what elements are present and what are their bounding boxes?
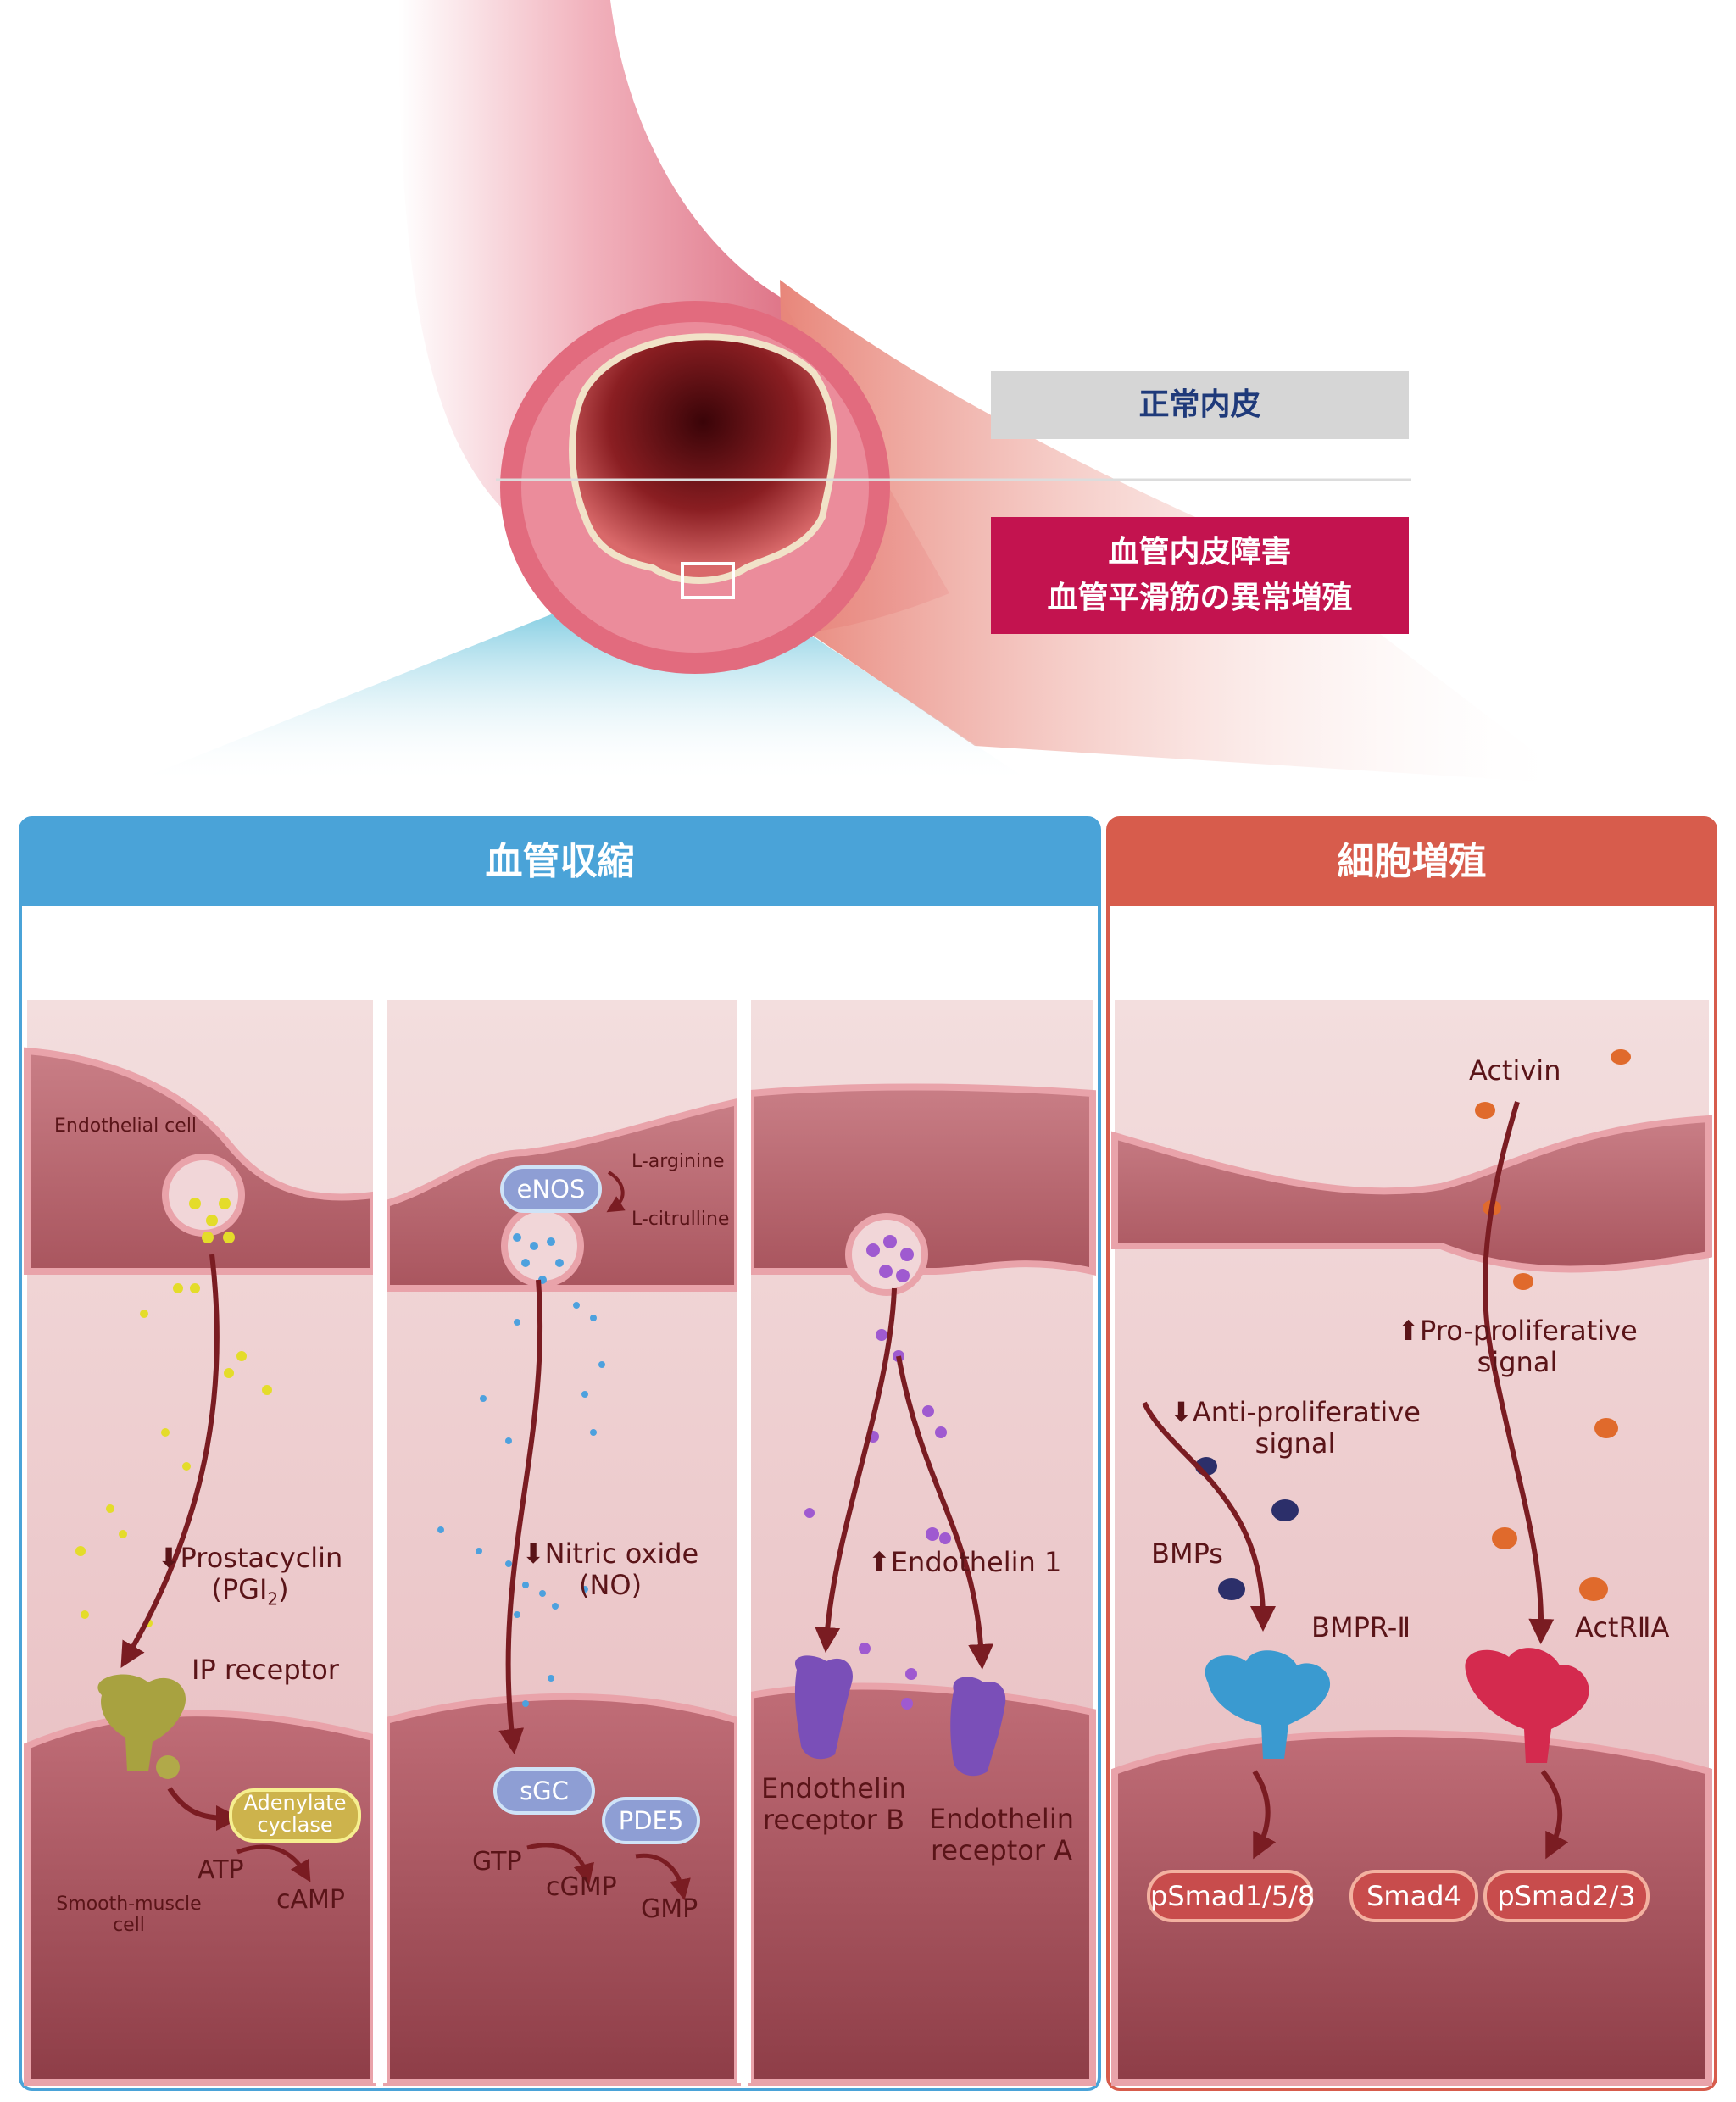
psmad23-pill: pSmad2/3 (1483, 1870, 1650, 1922)
arrow-bmps-to-bmpr (1142, 1401, 1276, 1632)
receptor-b-line2: receptor B (762, 1803, 905, 1836)
arrow-actr-to-psmad23 (1540, 1770, 1569, 1860)
receptor-b-line1: Endothelin (761, 1772, 906, 1804)
right-panel-header (1108, 818, 1716, 906)
pgi-suffix: ) (278, 1572, 289, 1605)
no-text: (NO) (578, 1568, 643, 1601)
arrow-endothelin-to-receptor-a (896, 1355, 994, 1670)
smooth-line2: cell (113, 1915, 145, 1936)
endothelin-receptor-b-label: Endothelin receptor B (760, 1773, 908, 1836)
down-arrow-icon: ⬇ (157, 1542, 181, 1574)
legend-damage-line2: 血管平滑筋の異常増殖 (1047, 581, 1353, 615)
pde5-pill: PDE5 (602, 1797, 700, 1844)
endothelin-receptor-b-protein (794, 1655, 853, 1760)
down-arrow-icon: ⬇ (1170, 1396, 1193, 1428)
endothelin-text: Endothelin 1 (890, 1546, 1062, 1578)
atp-label: ATP (198, 1855, 244, 1885)
l-arginine-label: L-arginine (632, 1151, 725, 1172)
prostacyclin-text: Prostacyclin (180, 1542, 343, 1574)
pro-proliferative-label: ⬆Pro-proliferative signal (1390, 1315, 1644, 1378)
smooth-line1: Smooth-muscle (56, 1893, 202, 1915)
sgc-pill: sGC (493, 1767, 595, 1815)
ip-receptor-protein (97, 1674, 186, 1779)
legend-endothelial-damage: 血管内皮障害 血管平滑筋の異常増殖 (991, 517, 1409, 634)
anti-proliferative-label: ⬇Anti-proliferative signal (1168, 1397, 1422, 1460)
left-panel-header (20, 818, 1099, 906)
adenylate-line1: Adenylate (243, 1791, 347, 1815)
up-arrow-icon: ⬆ (1397, 1315, 1420, 1347)
endothelin-receptor-a-protein (950, 1677, 1006, 1777)
prostacyclin-label: ⬇Prostacyclin (PGI2) (153, 1543, 348, 1609)
nitric-oxide-text: Nitric oxide (544, 1538, 699, 1570)
bmp-particles (1195, 1457, 1299, 1600)
pgi-prefix: (PGI (211, 1572, 268, 1605)
actriia-protein (1465, 1648, 1589, 1763)
bmps-label: BMPs (1151, 1538, 1223, 1570)
activin-label: Activin (1469, 1054, 1561, 1087)
arrow-activin-to-actr (1482, 1101, 1555, 1644)
zoom-beam-blue (127, 598, 1034, 784)
pgi-subscript: 2 (267, 1588, 279, 1610)
enos-pill: eNOS (500, 1165, 602, 1213)
prostacyclin-particles (75, 1198, 272, 1627)
column-separator-1 (373, 1000, 387, 2083)
nitric-oxide-label: ⬇Nitric oxide (NO) (500, 1538, 721, 1601)
receptor-a-line1: Endothelin (929, 1803, 1074, 1835)
arrow-endothelin-to-receptor-b (815, 1287, 897, 1653)
camp-label: cAMP (276, 1885, 345, 1915)
cgmp-label: cGMP (546, 1872, 617, 1902)
arrow-gtp-to-cgmp (526, 1843, 594, 1886)
legend-normal-endothelium: 正常内皮 (991, 371, 1409, 439)
receptor-a-line2: receptor A (930, 1833, 1073, 1866)
gtp-label: GTP (472, 1847, 522, 1877)
endothelin-label: ⬆Endothelin 1 (868, 1547, 1061, 1578)
l-citrulline-label: L-citrulline (632, 1209, 730, 1230)
left-panel-title: 血管収縮 (485, 840, 635, 883)
zoom-box (681, 562, 735, 599)
anti-line1: Anti-proliferative (1192, 1396, 1421, 1428)
smad4-pill: Smad4 (1349, 1870, 1478, 1922)
pro-line1: Pro-proliferative (1420, 1315, 1638, 1347)
up-arrow-icon: ⬆ (868, 1546, 891, 1578)
tissue-column-3 (748, 1000, 1096, 2086)
arrow-arginine-to-citrulline (606, 1171, 626, 1213)
pro-line2: signal (1477, 1345, 1558, 1378)
bmpr-ii-protein (1205, 1650, 1331, 1759)
adenylate-line2: cyclase (257, 1813, 333, 1837)
arrow-nitric-oxide (498, 1279, 543, 1754)
endothelin-receptor-a-label: Endothelin receptor A (927, 1804, 1076, 1866)
psmad158-pill: pSmad1/5/8 (1147, 1870, 1315, 1922)
legend-damage-line1: 血管内皮障害 (1108, 535, 1292, 570)
arrow-cgmp-to-gmp (635, 1853, 691, 1901)
arrow-prostacyclin (120, 1254, 220, 1668)
blood-vessel (127, 0, 1577, 784)
activin-particles (1475, 1049, 1631, 1601)
down-arrow-icon: ⬇ (521, 1538, 545, 1570)
column-separator-2 (737, 1000, 751, 2083)
actriia-label: ActRⅡA (1575, 1611, 1670, 1643)
endothelial-cell-label: Endothelial cell (54, 1115, 198, 1137)
vessel-lumen (569, 333, 837, 584)
nitric-oxide-particles (437, 1233, 605, 1707)
smooth-muscle-cell-label: Smooth-muscle cell (53, 1893, 205, 1936)
arrow-atp-to-camp (236, 1844, 311, 1882)
arrow-ip-to-adenylate (167, 1787, 242, 1831)
gmp-label: GMP (641, 1894, 698, 1924)
anti-line2: signal (1255, 1426, 1336, 1460)
bmpr-ii-label: BMPR-Ⅱ (1311, 1611, 1411, 1643)
ip-receptor-label: IP receptor (192, 1654, 339, 1686)
right-panel-title: 細胞増殖 (1337, 840, 1487, 883)
adenylate-cyclase-pill: Adenylate cyclase (229, 1788, 361, 1843)
arrow-bmpr-to-psmad158 (1252, 1770, 1277, 1860)
